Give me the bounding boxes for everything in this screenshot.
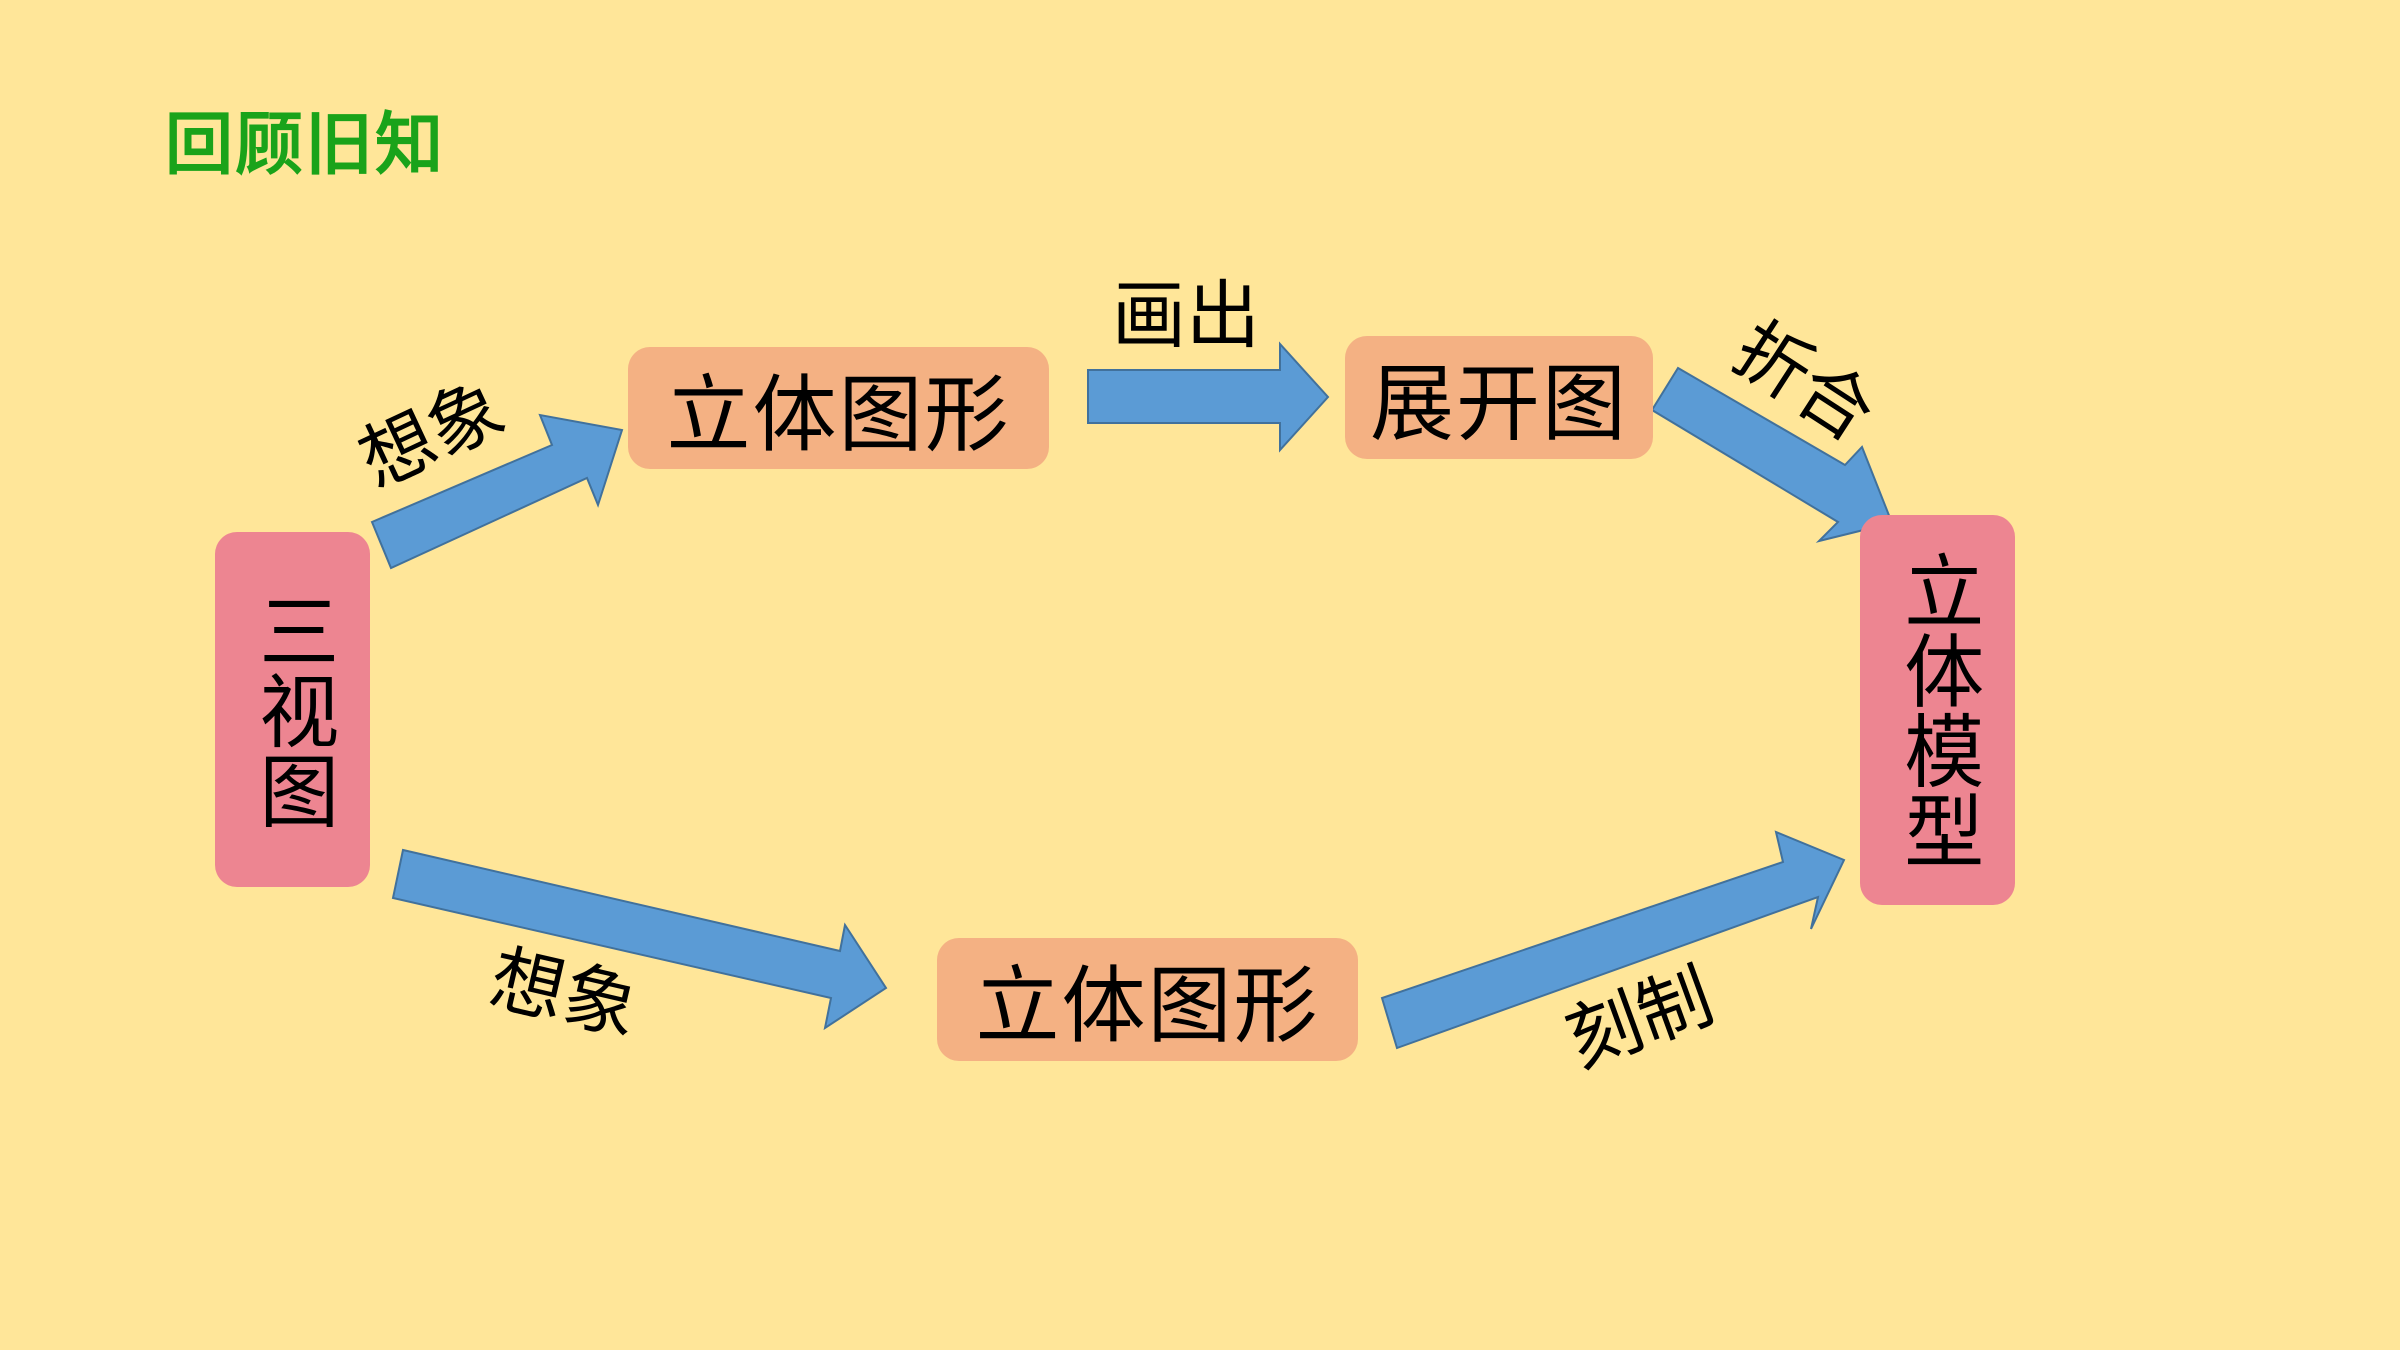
node-solid-model: 立体模型 (1860, 515, 2015, 905)
arrow-imagine-top (370, 413, 624, 570)
node-unfolded-diagram: 展开图 (1345, 336, 1653, 459)
page-title: 回顾旧知 (165, 106, 446, 185)
arrow-draw (1087, 341, 1330, 453)
arrow-fold (1650, 366, 1894, 543)
node-solid-figure-top: 立体图形 (628, 347, 1049, 469)
node-three-view: 三视图 (215, 532, 370, 887)
label-draw: 画出 (1112, 273, 1260, 359)
node-solid-figure-bottom: 立体图形 (937, 938, 1358, 1061)
arrow-carve (1380, 830, 1846, 1050)
arrow-imagine-bottom (391, 848, 888, 1031)
